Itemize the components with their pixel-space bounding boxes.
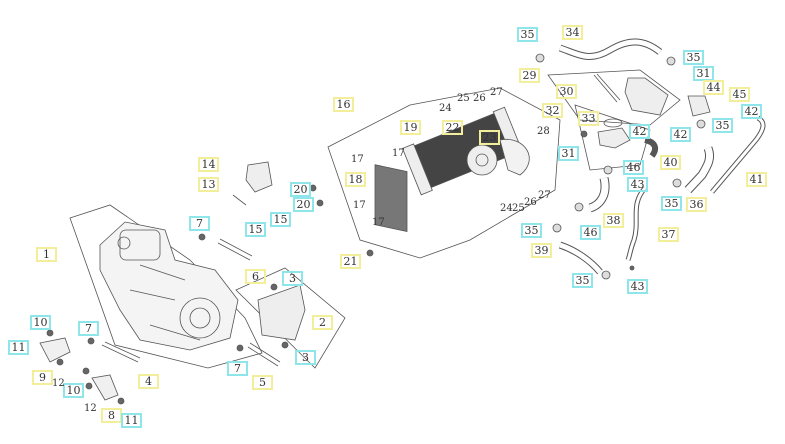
callout-36: 36 [686, 197, 707, 212]
part-number-12: 12 [52, 378, 65, 389]
callout-40: 40 [660, 155, 681, 170]
callout-35: 35 [661, 196, 682, 211]
callout-7: 7 [227, 361, 248, 376]
callout-7: 7 [189, 216, 210, 231]
callout-35: 35 [712, 118, 733, 133]
part-number-26: 26 [524, 197, 537, 208]
part-number-25: 25 [512, 203, 525, 214]
callout-19: 19 [400, 120, 421, 135]
callout-31: 31 [558, 146, 579, 161]
callout-43: 43 [627, 177, 648, 192]
callout-33: 33 [578, 111, 599, 126]
callout-6: 6 [245, 269, 266, 284]
callout-35: 35 [683, 50, 704, 65]
callout-3: 3 [282, 271, 303, 286]
part-number-24: 24 [500, 203, 513, 214]
thermostat-cap [603, 118, 623, 128]
callout-35: 35 [517, 27, 538, 42]
callout-18: 18 [345, 172, 366, 187]
callout-11: 11 [121, 413, 142, 428]
hose-clamps [535, 53, 706, 280]
callout-42: 42 [741, 104, 762, 119]
callout-11: 11 [8, 340, 29, 355]
callout-30: 30 [556, 84, 577, 99]
thermostat-group-outline [574, 104, 651, 171]
callout-16: 16 [333, 97, 354, 112]
engine-bracket-9 [39, 337, 71, 363]
engine-bracket-8 [91, 374, 119, 401]
callout-23: 23 [479, 130, 500, 145]
callout-22: 22 [442, 120, 463, 135]
part-number-17: 17 [353, 200, 366, 211]
fasteners [46, 130, 635, 405]
callout-10: 10 [30, 315, 51, 330]
callout-35: 35 [572, 273, 593, 288]
engine-drawing [99, 221, 239, 351]
callout-10: 10 [63, 383, 84, 398]
callout-9: 9 [32, 370, 53, 385]
intake-boot [245, 161, 273, 193]
callout-31: 31 [693, 66, 714, 81]
callout-46: 46 [623, 160, 644, 175]
sprocket-cover [257, 284, 306, 341]
callout-29: 29 [519, 68, 540, 83]
callout-15: 15 [245, 222, 266, 237]
coolant-reservoir [624, 77, 669, 116]
callout-13: 13 [198, 177, 219, 192]
callout-2: 2 [312, 315, 333, 330]
callout-5: 5 [252, 375, 273, 390]
callout-14: 14 [198, 157, 219, 172]
callout-32: 32 [542, 103, 563, 118]
radiator-grille [374, 164, 408, 232]
callout-21: 21 [340, 254, 361, 269]
callout-44: 44 [703, 80, 724, 95]
callout-34: 34 [562, 25, 583, 40]
part-number-12: 12 [84, 403, 97, 414]
part-number-28: 28 [537, 126, 550, 137]
callout-46: 46 [580, 225, 601, 240]
part-number-27: 27 [538, 190, 551, 201]
callout-35: 35 [521, 223, 542, 238]
sprocket-cover-outline [235, 267, 346, 369]
water-pump [687, 95, 711, 117]
callout-15: 15 [270, 212, 291, 227]
callout-42: 42 [670, 127, 691, 142]
callout-42: 42 [629, 124, 650, 139]
callout-8: 8 [101, 408, 122, 423]
callout-3: 3 [295, 350, 316, 365]
part-number-25: 25 [457, 93, 470, 104]
callout-7: 7 [78, 321, 99, 336]
callout-1: 1 [36, 247, 57, 262]
part-number-17: 17 [372, 217, 385, 228]
reservoir-group-outline [547, 69, 681, 126]
part-number-27: 27 [490, 87, 503, 98]
callout-37: 37 [658, 227, 679, 242]
part-number-17: 17 [392, 148, 405, 159]
fan-shroud [499, 138, 530, 176]
part-number-26: 26 [473, 93, 486, 104]
callout-38: 38 [603, 213, 624, 228]
cooling-fan [466, 144, 498, 176]
part-number-17: 17 [351, 154, 364, 165]
callout-45: 45 [729, 87, 750, 102]
engine-group-outline [69, 204, 263, 369]
callout-20: 20 [293, 197, 314, 212]
callout-4: 4 [138, 374, 159, 389]
part-number-24: 24 [439, 103, 452, 114]
callout-20: 20 [290, 182, 311, 197]
callout-43: 43 [627, 279, 648, 294]
radiator-group-outline [327, 87, 561, 259]
callout-41: 41 [746, 172, 767, 187]
callout-39: 39 [531, 243, 552, 258]
thermostat-housing [597, 127, 631, 149]
hose-40 [644, 137, 659, 158]
